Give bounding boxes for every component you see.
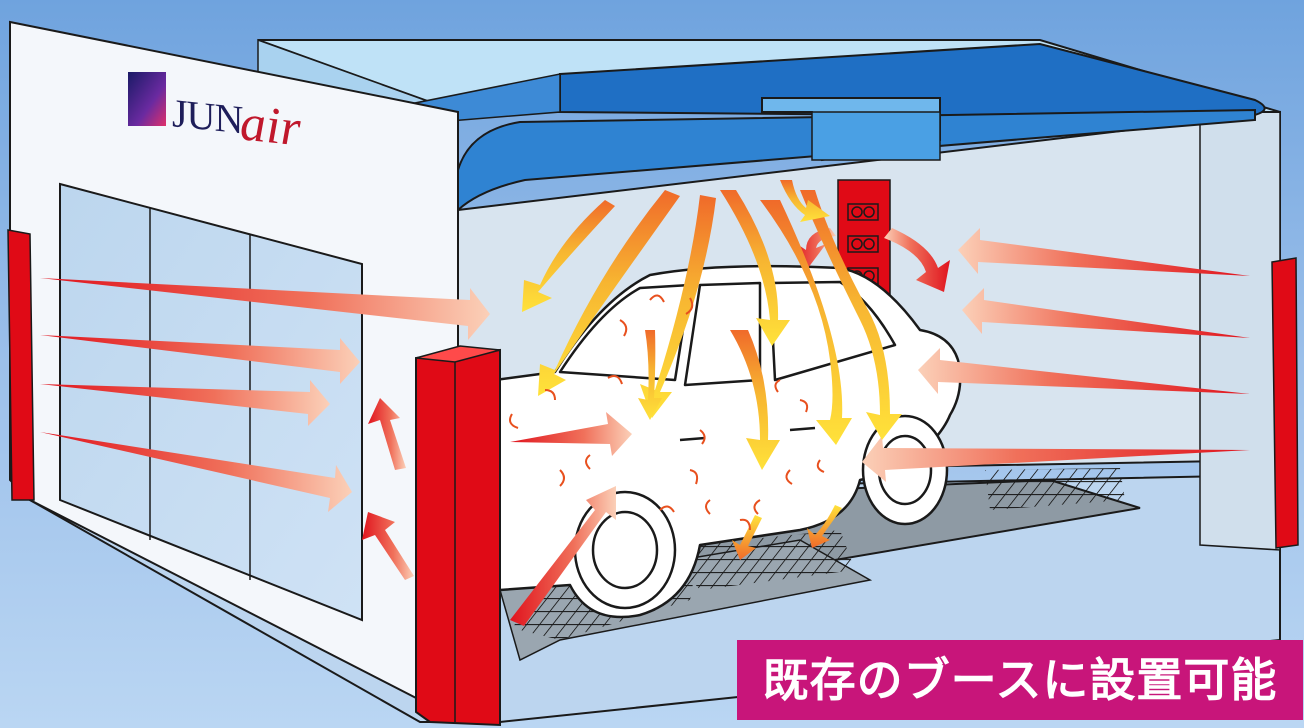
floor-grating-right [985, 468, 1125, 510]
airflow-arrow-icon [760, 200, 852, 445]
brand-logo-square-icon [128, 72, 166, 126]
airflow-arrows-left [40, 278, 490, 512]
airflow-arrow-icon [732, 515, 762, 560]
airflow-arrow-icon [638, 330, 662, 420]
caption-banner: 既存のブースに設置可能 [737, 640, 1303, 720]
airflow-arrow-icon [522, 200, 615, 312]
airflow-arrow-icon [884, 228, 950, 292]
airflow-arrow-icon [362, 512, 414, 580]
airflow-arrow-icon [40, 278, 490, 340]
airflow-arrow-icon [800, 190, 902, 440]
airflow-arrow-icon [962, 288, 1250, 338]
airflow-arrow-icon [368, 398, 406, 470]
airflow-arrows-right [862, 228, 1250, 482]
air-duct-lip [457, 108, 1256, 213]
right-pillar [1271, 257, 1299, 549]
front-pillar-top [415, 345, 501, 363]
airflow-arrow-icon [918, 348, 1250, 394]
airflow-arrow-icon [538, 190, 680, 396]
floor-grating-center [665, 530, 855, 590]
airflow-arrow-icon [40, 432, 352, 512]
airflow-arrow-icon [40, 380, 330, 426]
booth-right-wall [1199, 111, 1281, 551]
brand-name: JUN [172, 90, 243, 142]
brand-logo: JUN air [128, 72, 301, 158]
filter-vent-icon [847, 203, 879, 285]
airflow-arrow-icon [807, 505, 842, 548]
front-pillar [415, 348, 501, 727]
left-pillar [7, 229, 35, 501]
airflow-arrows-down [522, 180, 902, 560]
airflow-arrow-icon [720, 190, 790, 346]
airflow-arrow-icon [730, 330, 780, 470]
airflow-arrow-icon [780, 180, 830, 222]
brand-accent: air [240, 94, 301, 157]
duct-inlet-face [811, 111, 941, 161]
airflow-arrows-up [362, 398, 632, 626]
airflow-arrow-icon [40, 335, 360, 384]
airflow-arrow-icon [510, 412, 632, 456]
airflow-arrow-icon [510, 486, 616, 626]
airflow-arrow-icon [958, 228, 1250, 276]
airflow-arrow-icon [862, 436, 1250, 482]
airflow-arrow-icon [640, 195, 716, 418]
airflow-swirls [509, 294, 825, 531]
